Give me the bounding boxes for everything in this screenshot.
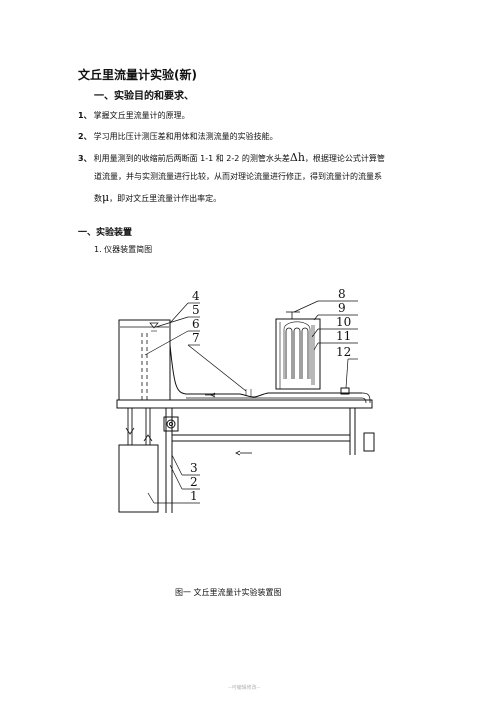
list-item-continuation: 数μ，即对文丘里流量计作出率定。 [94, 191, 221, 204]
subsection-heading: 1. 仪器装置简图 [94, 245, 153, 254]
test-pipe [169, 344, 362, 398]
manometer-tubes [285, 327, 309, 379]
section-heading-apparatus: 一、实验装置 [78, 228, 133, 238]
section-heading-objectives: 一、实验目的和要求、 [94, 91, 194, 102]
item-text: 学习用比压计测压差和用体和法测流量的实验技能。 [93, 132, 278, 141]
item-text: 掌握文丘里流量计的原理。 [93, 111, 190, 120]
label-1: 1 [190, 489, 198, 503]
delta-h-symbol: Δh [289, 151, 305, 164]
outlet-pipe [361, 392, 371, 404]
pump-motor [363, 432, 375, 452]
item-text: ，即对文丘里流量计作出率定。 [109, 194, 222, 203]
page-title: 文丘里流量计实验(新) [78, 68, 197, 82]
figure-caption: 图一 文丘里流量计实验装置图 [175, 588, 282, 597]
item-number: 1、 [78, 111, 92, 120]
label-8: 8 [338, 287, 346, 301]
list-item: 2、学习用比压计测压差和用体和法测流量的实验技能。 [78, 131, 278, 142]
list-item: 1、掌握文丘里流量计的原理。 [78, 110, 190, 121]
apparatus-diagram: 4 5 6 7 8 9 10 11 12 3 2 1 [100, 285, 400, 515]
label-11: 11 [336, 329, 351, 343]
label-3: 3 [190, 461, 198, 475]
water-level-mark [149, 322, 159, 329]
item-number: 3、 [78, 154, 92, 163]
list-item: 3、利用量测到的收缩前后两断面 1-1 和 2-2 的测管水头差Δh，根据理论公… [78, 151, 385, 164]
item-text: 数 [94, 194, 102, 203]
label-9: 9 [338, 301, 346, 315]
label-2: 2 [190, 475, 198, 489]
item-text: 利用量测到的收缩前后两断面 1-1 和 2-2 的测管水头差 [93, 154, 290, 163]
sump-tank [118, 444, 159, 513]
label-5: 5 [192, 303, 200, 317]
list-item-continuation: 道流量，并与实测流量进行比较，从而对理论流量进行修正，得到流量计的流量系 [94, 172, 382, 181]
label-10: 10 [336, 315, 351, 329]
table-top [116, 399, 373, 409]
head-tank [118, 319, 171, 400]
piezometer-board [275, 318, 321, 390]
pump [163, 416, 179, 432]
page-footer: --可编辑修改-- [228, 685, 261, 691]
outlet-valve [340, 387, 350, 395]
frame-rail [172, 434, 350, 442]
label-12: 12 [336, 345, 351, 359]
label-7: 7 [192, 331, 200, 345]
item-text: ，根据理论公式计算管 [304, 154, 385, 163]
item-number: 2、 [78, 132, 92, 141]
label-4: 4 [192, 289, 200, 303]
mu-symbol: μ [102, 191, 110, 204]
label-6: 6 [192, 317, 200, 331]
